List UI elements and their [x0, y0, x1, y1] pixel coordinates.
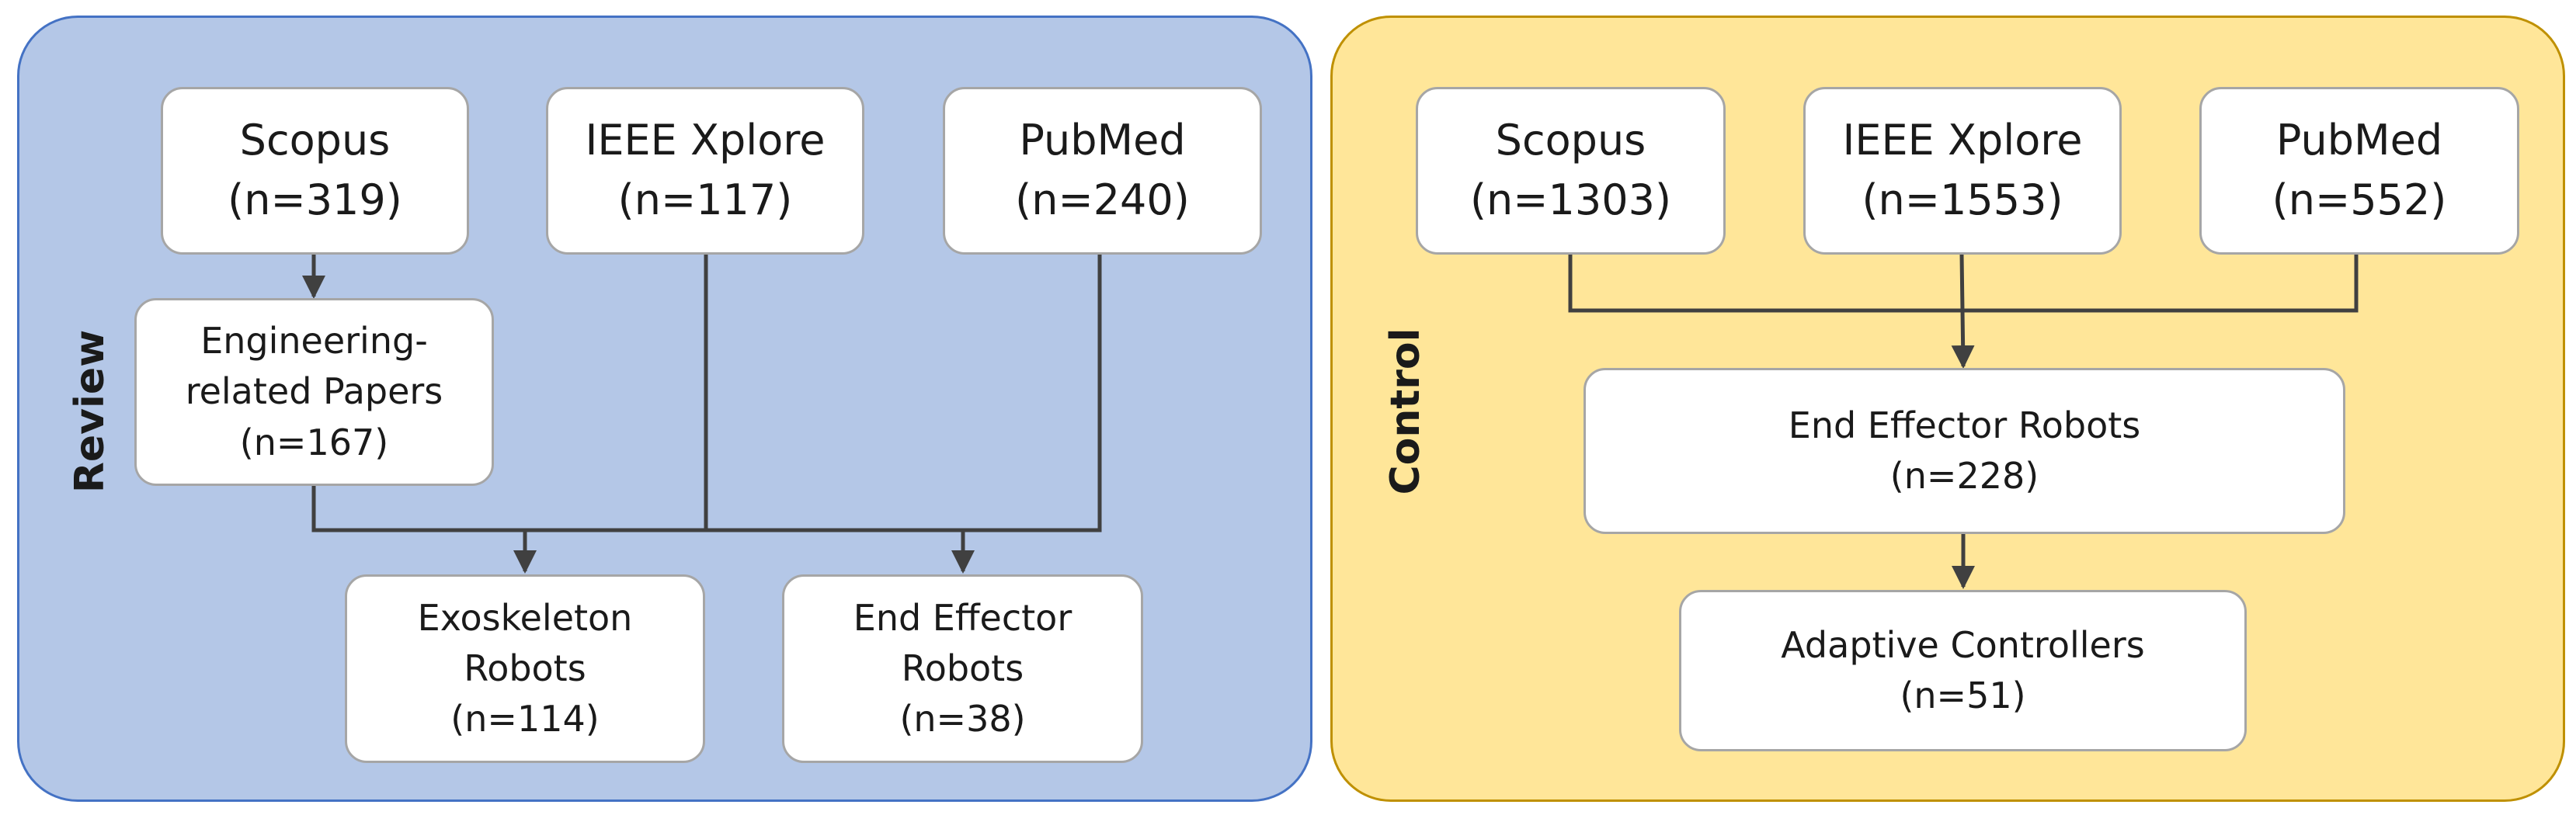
source-name: Scopus	[239, 116, 391, 165]
source-name: IEEE Xplore	[1842, 116, 2083, 165]
box-text-line: related Papers	[185, 370, 443, 413]
source-name: PubMed	[1019, 116, 1186, 165]
source-count: (n=1553)	[1862, 175, 2063, 224]
box-count: (n=38)	[899, 698, 1026, 740]
box-count: (n=51)	[1900, 675, 2026, 716]
source-name: IEEE Xplore	[585, 116, 826, 165]
source-count: (n=552)	[2272, 175, 2447, 224]
box-text-line: Engineering-	[200, 320, 428, 362]
engineering-papers-box: Engineering- related Papers (n=167)	[134, 298, 494, 486]
control-pubmed-box: PubMed (n=552)	[2199, 87, 2519, 255]
box-text-line: Adaptive Controllers	[1781, 623, 2145, 666]
arrow-to-control-end-effector	[1951, 254, 1975, 369]
control-scopus-box: Scopus (n=1303)	[1416, 87, 1726, 255]
box-text-line: Robots	[901, 647, 1024, 689]
box-text-line: End Effector	[853, 596, 1072, 639]
box-text-line: End Effector Robots	[1788, 404, 2141, 446]
control-ieee-box: IEEE Xplore (n=1553)	[1803, 87, 2122, 255]
box-text-line: Exoskeleton	[417, 596, 633, 639]
box-count: (n=167)	[239, 421, 389, 463]
review-label: Review	[67, 329, 113, 494]
box-count: (n=114)	[450, 698, 600, 740]
source-count: (n=319)	[228, 175, 402, 224]
source-name: PubMed	[2275, 116, 2443, 165]
box-count: (n=228)	[1889, 455, 2039, 497]
source-count: (n=117)	[617, 175, 793, 224]
source-count: (n=240)	[1015, 175, 1190, 224]
adaptive-controllers-box: Adaptive Controllers (n=51)	[1679, 590, 2247, 751]
source-name: Scopus	[1495, 116, 1646, 165]
control-label: Control	[1382, 328, 1429, 495]
source-count: (n=1303)	[1469, 175, 1672, 224]
review-end-effector-box: End Effector Robots (n=38)	[782, 574, 1143, 763]
review-ieee-box: IEEE Xplore (n=117)	[546, 87, 864, 255]
review-pubmed-box: PubMed (n=240)	[943, 87, 1262, 255]
exoskeleton-robots-box: Exoskeleton Robots (n=114)	[345, 574, 705, 763]
review-scopus-box: Scopus (n=319)	[161, 87, 469, 255]
control-end-effector-box: End Effector Robots (n=228)	[1583, 368, 2345, 534]
box-text-line: Robots	[464, 647, 586, 689]
